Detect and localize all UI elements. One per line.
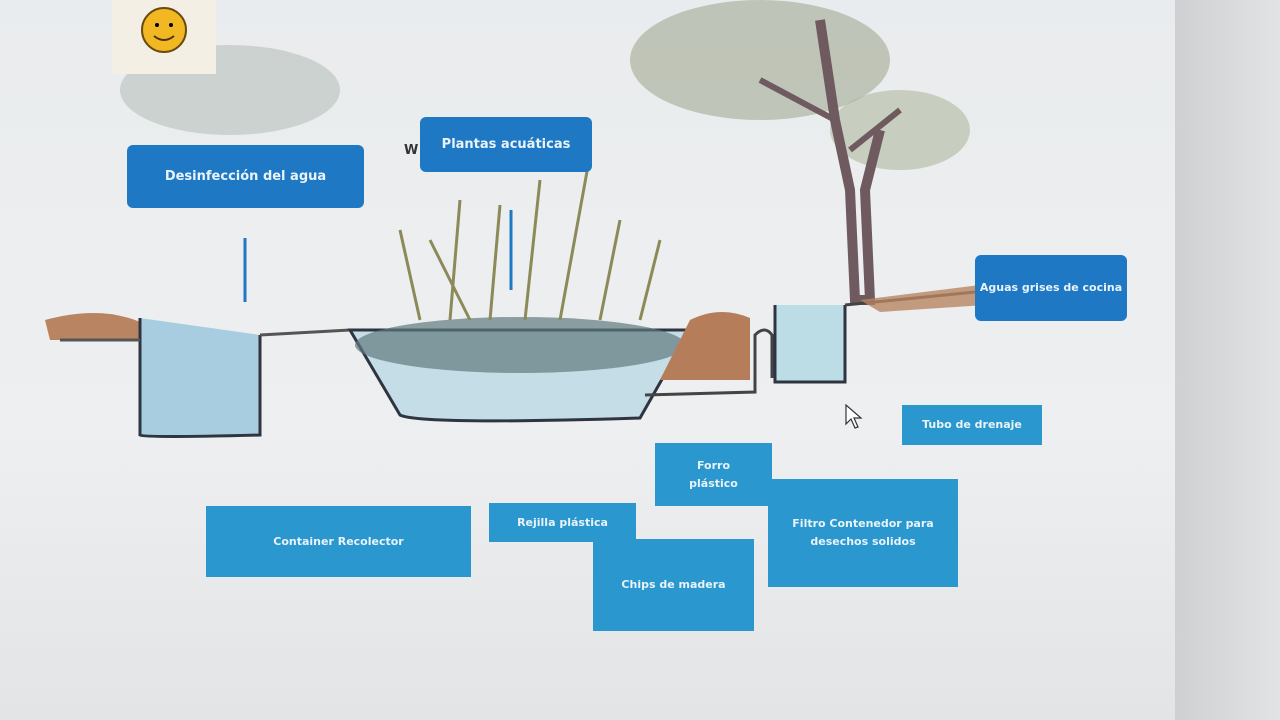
label-filtro[interactable]: Filtro Contenedor para desechos solidos <box>768 479 958 587</box>
tree <box>630 0 970 305</box>
soil-left <box>45 312 140 340</box>
monitor-bezel <box>1175 0 1280 720</box>
wetland-illustration <box>45 0 985 438</box>
mouse-cursor-icon <box>845 403 863 434</box>
soil-mound <box>660 311 750 380</box>
label-rejilla[interactable]: Rejilla plástica <box>489 503 636 542</box>
label-container[interactable]: Container Recolector <box>206 506 471 577</box>
collector-tank <box>138 318 262 438</box>
stray-letter: W <box>404 143 419 158</box>
sun-icon <box>112 0 216 74</box>
soil-right <box>860 285 985 312</box>
label-plantas[interactable]: Plantas acuáticas <box>420 117 592 172</box>
label-desinfeccion[interactable]: Desinfección del agua <box>127 145 364 208</box>
wetland-basin <box>347 317 693 423</box>
arrows <box>243 210 513 302</box>
label-tubo-drenaje[interactable]: Tubo de drenaje <box>902 405 1042 445</box>
reeds <box>398 154 662 321</box>
label-chips[interactable]: Chips de madera <box>593 539 754 631</box>
label-aguas-grises[interactable]: Aguas grises de cocina <box>975 255 1127 321</box>
filter-container <box>773 305 847 384</box>
drain-pipe <box>644 328 774 397</box>
label-forro[interactable]: Forro plástico <box>655 443 772 506</box>
